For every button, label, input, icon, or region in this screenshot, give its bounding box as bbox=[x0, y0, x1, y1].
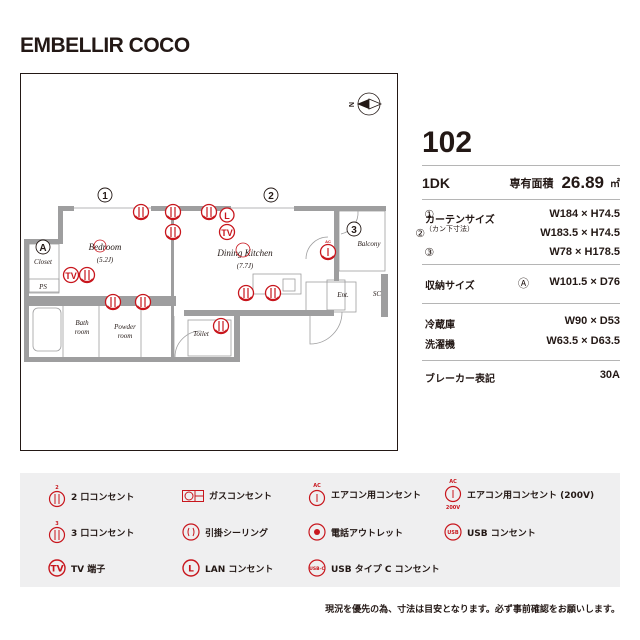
floorplan: N bbox=[24, 92, 388, 362]
legend-item: 3 3 口コンセント bbox=[48, 520, 134, 544]
legend-item: ガスコンセント bbox=[182, 489, 272, 502]
appliance-sizes: 冷蔵庫 W90 × D53 洗濯機 W63.5 × D63.5 bbox=[422, 304, 620, 360]
storage-mark: Ⓐ bbox=[518, 277, 529, 290]
disclaimer-note: 現況を優先の為、寸法は目安となります。必ず事前確認をお願いします。 bbox=[325, 605, 620, 615]
divider bbox=[422, 165, 620, 166]
svg-text:AC: AC bbox=[449, 479, 457, 485]
svg-text:SC: SC bbox=[373, 290, 382, 298]
legend-item: TV TV 端子 bbox=[48, 559, 105, 577]
svg-text:Toilet: Toilet bbox=[193, 330, 210, 338]
divider bbox=[422, 303, 620, 304]
legend-item: L LAN コンセント bbox=[182, 559, 273, 577]
curtain-item: ② W183.5 × H74.5 bbox=[415, 227, 620, 240]
washer-label: 洗濯機 bbox=[425, 340, 455, 351]
tv-terminal-icon: TV bbox=[48, 559, 66, 577]
svg-text:Powder: Powder bbox=[113, 323, 136, 331]
svg-text:2: 2 bbox=[55, 485, 59, 491]
curtain-item: ① W184 × H74.5 bbox=[424, 208, 620, 221]
ac-outlet-icon: AC bbox=[308, 483, 326, 507]
ceiling-hook-icon bbox=[182, 523, 200, 541]
curtain-label: カーテンサイズ bbox=[425, 215, 495, 226]
compass-icon: N bbox=[347, 92, 383, 116]
legend-item: 引掛シーリング bbox=[182, 523, 268, 541]
svg-text:Balcony: Balcony bbox=[358, 240, 382, 248]
svg-text:N: N bbox=[347, 102, 354, 107]
svg-text:Closet: Closet bbox=[34, 258, 53, 266]
svg-text:L: L bbox=[224, 211, 230, 221]
legend-item: 2 2 口コンセント bbox=[48, 484, 134, 508]
svg-text:AC: AC bbox=[325, 239, 331, 244]
floorplan-frame: N bbox=[20, 73, 398, 451]
svg-text:AC: AC bbox=[313, 483, 321, 489]
breaker-label: ブレーカー表記 bbox=[425, 374, 495, 385]
fridge-label: 冷蔵庫 bbox=[425, 320, 455, 331]
ac-outlet-200v-icon: AC 200V bbox=[444, 479, 462, 511]
property-name: EMBELLIR COCO bbox=[20, 34, 190, 57]
breaker-value: 30A bbox=[599, 369, 620, 381]
lan-outlet-icon: L bbox=[182, 559, 200, 577]
svg-text:Bedroom: Bedroom bbox=[89, 242, 122, 252]
legend-item: USB USB コンセント bbox=[444, 523, 536, 541]
svg-text:USB-C: USB-C bbox=[309, 566, 325, 572]
svg-text:TV: TV bbox=[65, 271, 77, 281]
legend-item: AC エアコン用コンセント bbox=[308, 481, 421, 507]
storage-label: 収納サイズ bbox=[425, 281, 475, 292]
svg-text:2: 2 bbox=[268, 191, 274, 202]
svg-text:(5.2J): (5.2J) bbox=[97, 256, 114, 264]
svg-text:Ent.: Ent. bbox=[336, 291, 349, 299]
storage-size: 収納サイズ Ⓐ W101.5 × D76 bbox=[422, 265, 620, 303]
washer-size: W63.5 × D63.5 bbox=[546, 335, 620, 347]
unit-type-row: 1DK 専有面積 26.89 ㎡ bbox=[422, 166, 620, 199]
svg-text:Bath: Bath bbox=[75, 319, 89, 327]
unit-number: 102 bbox=[422, 126, 473, 159]
svg-text:TV: TV bbox=[221, 228, 233, 238]
svg-text:1: 1 bbox=[102, 191, 108, 202]
gas-outlet-icon bbox=[182, 489, 204, 502]
area-unit: ㎡ bbox=[610, 179, 620, 190]
storage-value: W101.5 × D76 bbox=[549, 276, 620, 288]
svg-text:room: room bbox=[75, 328, 90, 336]
divider bbox=[422, 264, 620, 265]
outlet-markers: TV L TV AC bbox=[62, 203, 337, 335]
svg-text:room: room bbox=[118, 332, 133, 340]
phone-outlet-icon bbox=[308, 523, 326, 541]
svg-text:A: A bbox=[39, 243, 46, 254]
divider bbox=[422, 360, 620, 361]
fridge-size: W90 × D53 bbox=[564, 315, 620, 327]
svg-text:TV: TV bbox=[50, 565, 63, 575]
legend-item: USB-C USB タイプ C コンセント bbox=[308, 559, 440, 577]
outlet-2-icon: 2 bbox=[48, 485, 66, 508]
unit-type: 1DK bbox=[422, 174, 451, 191]
svg-text:3: 3 bbox=[351, 225, 357, 236]
svg-text:(7.7J): (7.7J) bbox=[237, 262, 254, 270]
curtain-item: ③ W78 × H178.5 bbox=[424, 246, 620, 259]
curtain-sizes: カーテンサイズ （カン下寸法） ① W184 × H74.5 ② W183.5 … bbox=[415, 200, 620, 264]
usb-outlet-icon: USB bbox=[444, 523, 462, 541]
outlet-3-icon: 3 bbox=[48, 521, 66, 544]
svg-text:Dining Kitchen: Dining Kitchen bbox=[216, 248, 273, 258]
usb-c-outlet-icon: USB-C bbox=[308, 559, 326, 577]
curtain-sublabel: （カン下寸法） bbox=[425, 225, 474, 233]
unit-info-panel: 102 1DK 専有面積 26.89 ㎡ カーテンサイズ （カン下寸法） ① W… bbox=[415, 120, 620, 389]
divider bbox=[422, 199, 620, 200]
svg-text:USB: USB bbox=[447, 530, 459, 536]
area-value: 26.89 bbox=[561, 172, 604, 192]
svg-text:200V: 200V bbox=[446, 505, 460, 511]
legend-item: 電話アウトレット bbox=[308, 523, 403, 541]
svg-text:PS: PS bbox=[38, 283, 47, 291]
svg-text:3: 3 bbox=[55, 521, 59, 527]
area-label: 専有面積 bbox=[509, 177, 554, 190]
svg-text:L: L bbox=[188, 565, 194, 575]
breaker: ブレーカー表記 30A bbox=[422, 361, 620, 389]
